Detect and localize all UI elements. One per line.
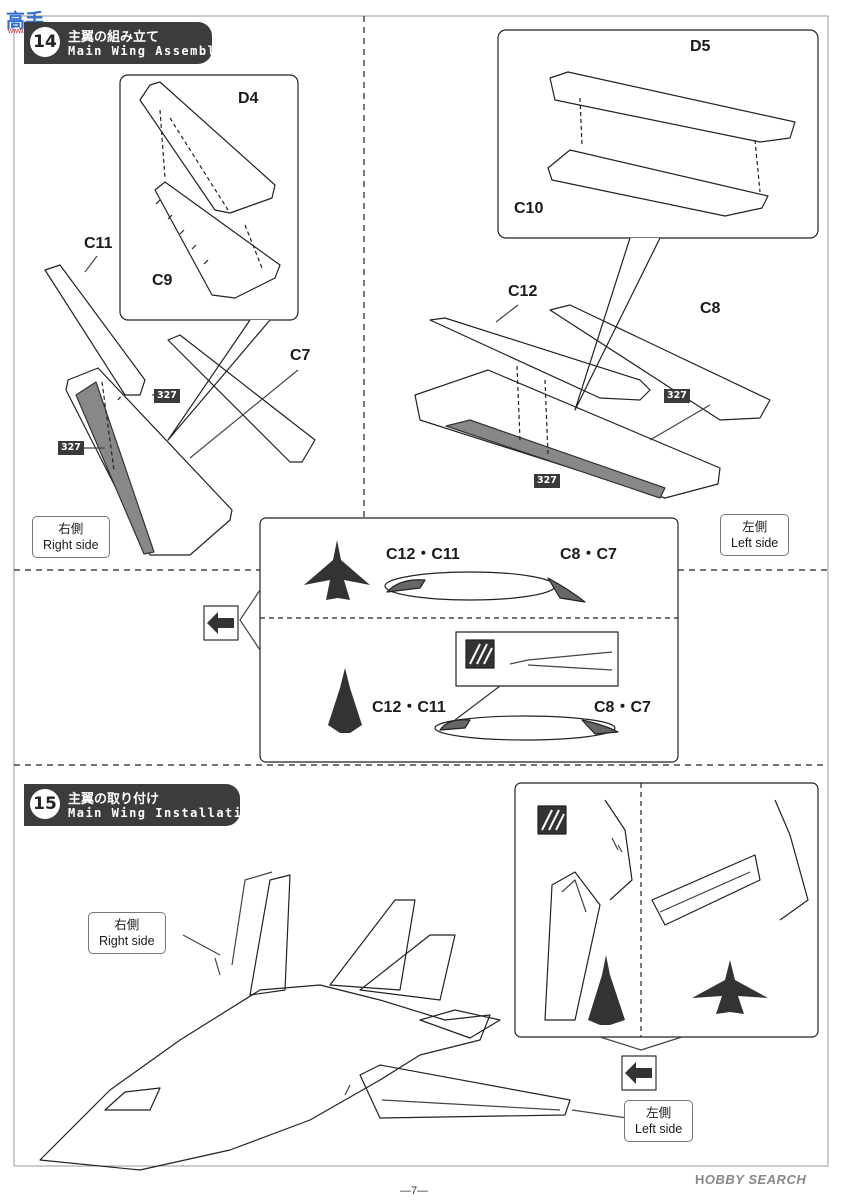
paint-code-tag: 327 [664, 389, 690, 403]
aircraft-body [39, 871, 571, 1171]
watermark-brand: OBBY SEARCH [704, 1172, 807, 1187]
step-15-title-jp: 主翼の取り付け [68, 792, 160, 807]
vertical-tail-2 [359, 934, 456, 1001]
watermark-prefix: H [695, 1172, 705, 1187]
step-15-header: 15 主翼の取り付け Main Wing Installation [24, 784, 258, 826]
canopy [104, 1087, 161, 1111]
profile-bottom-leading [439, 719, 471, 731]
paint-code-tag: 327 [154, 389, 180, 403]
inset-pointer [454, 685, 501, 721]
fuselage-detail-b [774, 799, 809, 921]
stabilizer [419, 1009, 501, 1039]
page-number: —7— [400, 1185, 429, 1197]
vertical-tail-1 [329, 899, 416, 991]
step-15-number: 15 [30, 789, 60, 819]
callout-pointer-d4 [167, 319, 271, 441]
part-c8 [549, 304, 771, 421]
installation-detail-box [514, 782, 819, 1038]
label-d5: D5 [690, 38, 711, 55]
leader-left-side-15 [571, 1109, 628, 1119]
profile-top-trailing [547, 577, 586, 603]
detail-callout-d4 [119, 74, 299, 321]
label-c11: C11 [84, 235, 113, 252]
part-c12 [429, 317, 651, 401]
label-c9: C9 [152, 272, 173, 289]
leader-c8 [649, 404, 711, 441]
detail-silhouette-folded [588, 955, 625, 1025]
aircraft-silhouette-swept [304, 540, 370, 600]
left-side-label-14: 左側 Left side [720, 514, 790, 556]
left-side-jp: 左側 [742, 519, 768, 534]
wing-profile-bottom [434, 715, 616, 741]
leader-c7 [189, 369, 299, 459]
left-side-en: Left side [635, 1122, 683, 1136]
step-14-title-jp: 主翼の組み立て [68, 30, 160, 45]
part-c10 [547, 149, 769, 217]
profile-diagram-box [259, 517, 679, 763]
leader-c12 [495, 304, 519, 323]
label-d4: D4 [238, 90, 259, 107]
wing-right [65, 367, 233, 556]
step-15-title-en: Main Wing Installation [68, 806, 260, 820]
tab-row-c9 [155, 199, 209, 265]
label-c10: C10 [514, 200, 544, 217]
step-14-number: 14 [30, 27, 60, 57]
part-d4 [139, 81, 276, 214]
left-side-label-15: 左側 Left side [624, 1100, 694, 1142]
aircraft-silhouette-folded [328, 668, 362, 733]
wing-left [414, 369, 721, 499]
profile-bottom-trailing [581, 719, 619, 735]
wing-right-flap [75, 381, 155, 555]
profile-label-bottom-left: C12・C11 [372, 699, 446, 716]
detail-inset-box [455, 631, 619, 687]
step-14-header: 14 主翼の組み立て Main Wing Assembly [24, 22, 224, 64]
wing-assembly-left [359, 1064, 571, 1119]
step-14-title-en: Main Wing Assembly [68, 44, 226, 58]
leader-right-side-15 [182, 934, 221, 956]
label-c8: C8 [700, 300, 721, 317]
leader-c11 [84, 255, 98, 273]
left-side-en: Left side [731, 536, 779, 550]
paint-code-tag: 327 [534, 474, 560, 488]
label-c7: C7 [290, 347, 311, 364]
profile-top-leading [386, 579, 426, 593]
profile-label-top-right: C8・C7 [560, 546, 617, 563]
part-c11 [44, 264, 146, 396]
part-c7 [167, 334, 316, 463]
detail-silhouette-swept [692, 960, 768, 1014]
wing-assembly-right-mounted [249, 874, 291, 996]
right-side-jp: 右側 [58, 521, 84, 536]
wing-swept-detail [651, 854, 761, 926]
paint-code-tag: 327 [58, 441, 84, 455]
label-c12: C12 [508, 283, 538, 300]
watermark: HOBBY SEARCH [695, 1172, 806, 1187]
wing-folded-detail [544, 871, 601, 1021]
part-d5 [549, 71, 796, 143]
right-side-en: Right side [99, 934, 155, 948]
callout-pointer-d5 [574, 237, 661, 411]
profile-label-top-left: C12・C11 [386, 546, 460, 563]
aircraft-silhouettes [304, 540, 370, 733]
flip-view-box-top [203, 605, 239, 641]
right-side-jp: 右側 [114, 917, 140, 932]
right-side-label-14: 右側 Right side [32, 516, 110, 558]
detail-callout-d5 [497, 29, 819, 239]
profile-label-bottom-right: C8・C7 [594, 699, 651, 716]
flip-view-box-bottom [621, 1055, 657, 1091]
right-side-en: Right side [43, 538, 99, 552]
wing-left-flap [445, 419, 666, 499]
fuselage-detail-a [604, 799, 633, 901]
part-c9 [154, 181, 281, 299]
arrow-brace [239, 589, 261, 651]
page-frame [13, 15, 829, 1167]
left-side-jp: 左側 [646, 1105, 672, 1120]
right-side-label-15: 右側 Right side [88, 912, 166, 954]
